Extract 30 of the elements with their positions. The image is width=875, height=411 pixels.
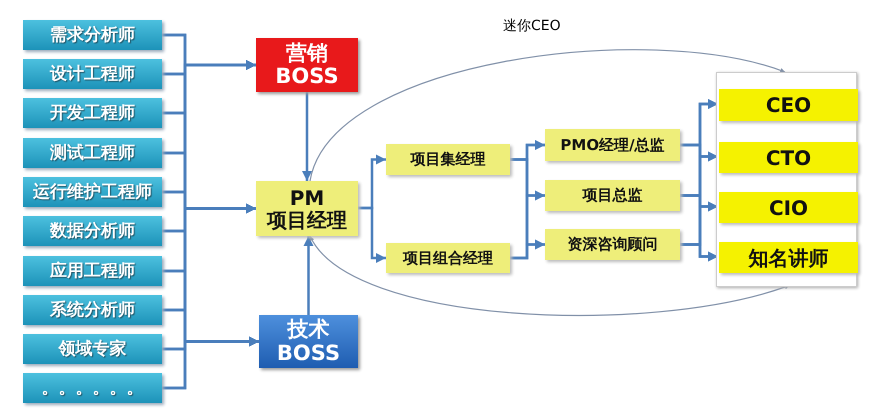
role-box: 数据分析师 bbox=[23, 216, 162, 246]
role-box: 项目集经理 bbox=[386, 144, 510, 175]
career-panel bbox=[716, 72, 857, 287]
role-box: 需求分析师 bbox=[23, 20, 162, 50]
career-box: CIO bbox=[719, 192, 858, 223]
role-box: 资深咨询顾问 bbox=[545, 229, 680, 260]
role-box: 运行维护工程师 bbox=[23, 177, 162, 207]
boss-box: 技术 BOSS bbox=[259, 315, 358, 368]
role-box: 系统分析师 bbox=[23, 295, 162, 325]
career-box: 知名讲师 bbox=[719, 242, 858, 273]
arrow bbox=[680, 243, 718, 262]
role-box: 项目总监 bbox=[545, 180, 680, 211]
role-box: 。。。。。。 bbox=[23, 373, 162, 403]
arrow bbox=[302, 92, 312, 181]
role-box: 应用工程师 bbox=[23, 256, 162, 286]
role-box: 项目组合经理 bbox=[386, 243, 510, 273]
role-box: 开发工程师 bbox=[23, 98, 162, 128]
role-box: 设计工程师 bbox=[23, 59, 162, 89]
arrow bbox=[510, 240, 545, 260]
role-box: PM 项目经理 bbox=[256, 181, 358, 236]
role-box: 领域专家 bbox=[23, 334, 162, 364]
arrow bbox=[304, 236, 314, 315]
role-box: PMO经理/总监 bbox=[545, 129, 680, 161]
career-box: CEO bbox=[719, 89, 858, 121]
role-box: 测试工程师 bbox=[23, 138, 162, 168]
arrow bbox=[358, 206, 386, 263]
boss-box: 营销 BOSS bbox=[256, 38, 358, 92]
career-box: CTO bbox=[719, 142, 858, 173]
arrow bbox=[309, 49, 786, 182]
arrow bbox=[310, 236, 790, 316]
